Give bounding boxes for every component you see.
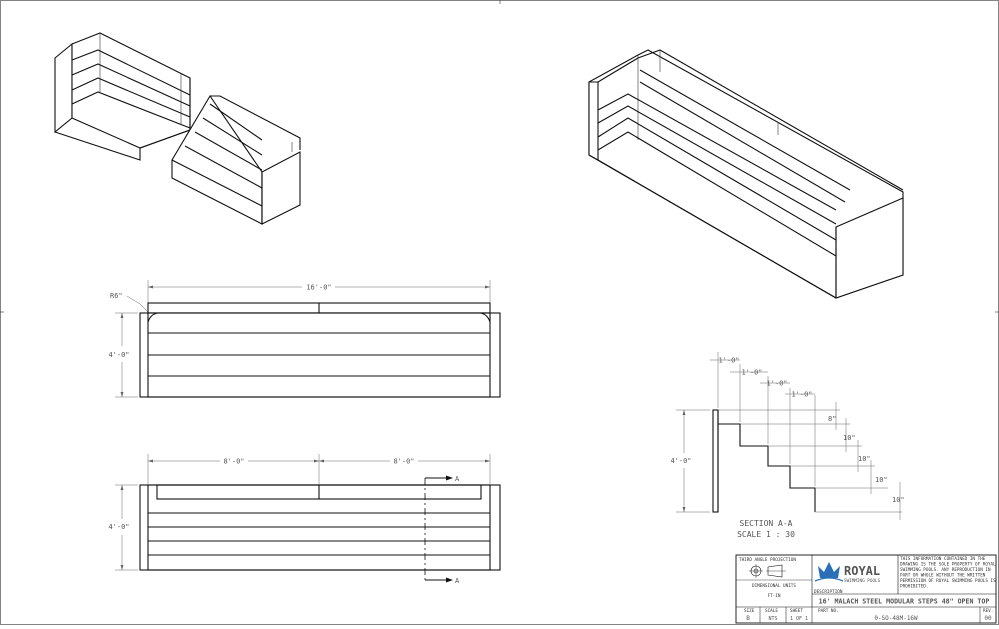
notice-line-2: DRAWING IS THE SOLE PROPERTY OF ROYAL: [900, 562, 996, 568]
third-angle-projection-icon: [749, 564, 786, 578]
rev-value: 00: [984, 615, 992, 622]
rev-label: REV.: [983, 608, 993, 614]
brand-name: ROYAL: [844, 564, 880, 578]
notice-line-5: PERMISSION OF ROYAL SWIMMING POOLS IS: [900, 578, 996, 584]
units-label: DIMENSIONAL UNITS: [752, 583, 796, 589]
section-riser-1: 8": [828, 415, 836, 423]
section-marker-top: A: [455, 475, 460, 483]
wave-icon: [814, 577, 844, 582]
section-height-dimension: 4'-0": [670, 457, 691, 465]
units-value: FT-IN: [768, 593, 781, 599]
top-view-width-dimension: 16'-0": [306, 284, 331, 292]
front-view: 8'-0" 8'-0" A A 4'-0": [108, 454, 501, 585]
title-block: THIRD ANGLE PROJECTION DIMENSIONAL UNITS…: [735, 554, 997, 624]
top-view-height-dimension: 4'-0": [108, 351, 129, 359]
crown-icon: [818, 562, 840, 578]
section-tread-3: 1'-0": [766, 380, 787, 388]
front-view-left-width: 8'-0": [223, 458, 244, 466]
drawing-description: 16' MALACH STEEL MODULAR STEPS 48" OPEN …: [819, 598, 990, 606]
section-title: SECTION A-A: [740, 519, 793, 528]
sheet-value: 1 OF 1: [790, 616, 808, 622]
front-view-height-dimension: 4'-0": [108, 523, 129, 531]
scale-value: NTS: [768, 616, 777, 622]
section-view: 1'-0" 1'-0" 1'-0" 1'-0" 8" 10" 10" 10" 1…: [670, 352, 905, 539]
front-view-right-width: 8'-0": [393, 458, 414, 466]
sheet-label: SHEET: [790, 608, 803, 614]
notice-line-4: PART OR WHOLE WITHOUT THE WRITTEN: [900, 573, 986, 579]
notice-line-6: PROHIBITED.: [900, 584, 928, 590]
section-tread-1: 1'-0": [718, 357, 739, 365]
top-view-radius-callout: R6": [110, 292, 123, 300]
projection-label: THIRD ANGLE PROJECTION: [739, 557, 796, 563]
scale-label: SCALE: [765, 608, 778, 614]
iso-view-assembled: [588, 49, 904, 299]
top-view: 16'-0" R6" 4'-0": [108, 280, 501, 398]
iso-view-split-left-module: [54, 32, 191, 161]
iso-view-split-right-module: [171, 94, 301, 225]
section-tread-2: 1'-0": [741, 369, 762, 377]
notice-line-3: SWIMMING POOLS. ANY REPRODUCTION IN: [900, 567, 991, 573]
part-no-label: PART NO.: [818, 608, 839, 614]
notice-line-1: THIS INFORMATION CONTAINED IN THE: [900, 556, 986, 562]
part-no-value: 0-SO-48M-16W: [874, 615, 918, 622]
brand-subtitle: SWIMMING POOLS: [844, 578, 881, 584]
section-scale: SCALE 1 : 30: [737, 530, 795, 539]
size-value: B: [746, 615, 750, 622]
ownership-notice: THIS INFORMATION CONTAINED IN THE DRAWIN…: [900, 556, 996, 590]
section-marker-bottom: A: [455, 577, 460, 585]
size-label: SIZE: [744, 608, 755, 614]
section-riser-3: 10": [858, 455, 871, 463]
section-riser-2: 10": [843, 434, 856, 442]
section-tread-4: 1'-0": [791, 391, 812, 399]
section-riser-5: 10": [892, 496, 905, 504]
section-riser-4: 10": [875, 476, 888, 484]
description-label: DESCRIPTION: [814, 589, 843, 595]
royal-logo: ROYAL SWIMMING POOLS: [814, 562, 881, 584]
